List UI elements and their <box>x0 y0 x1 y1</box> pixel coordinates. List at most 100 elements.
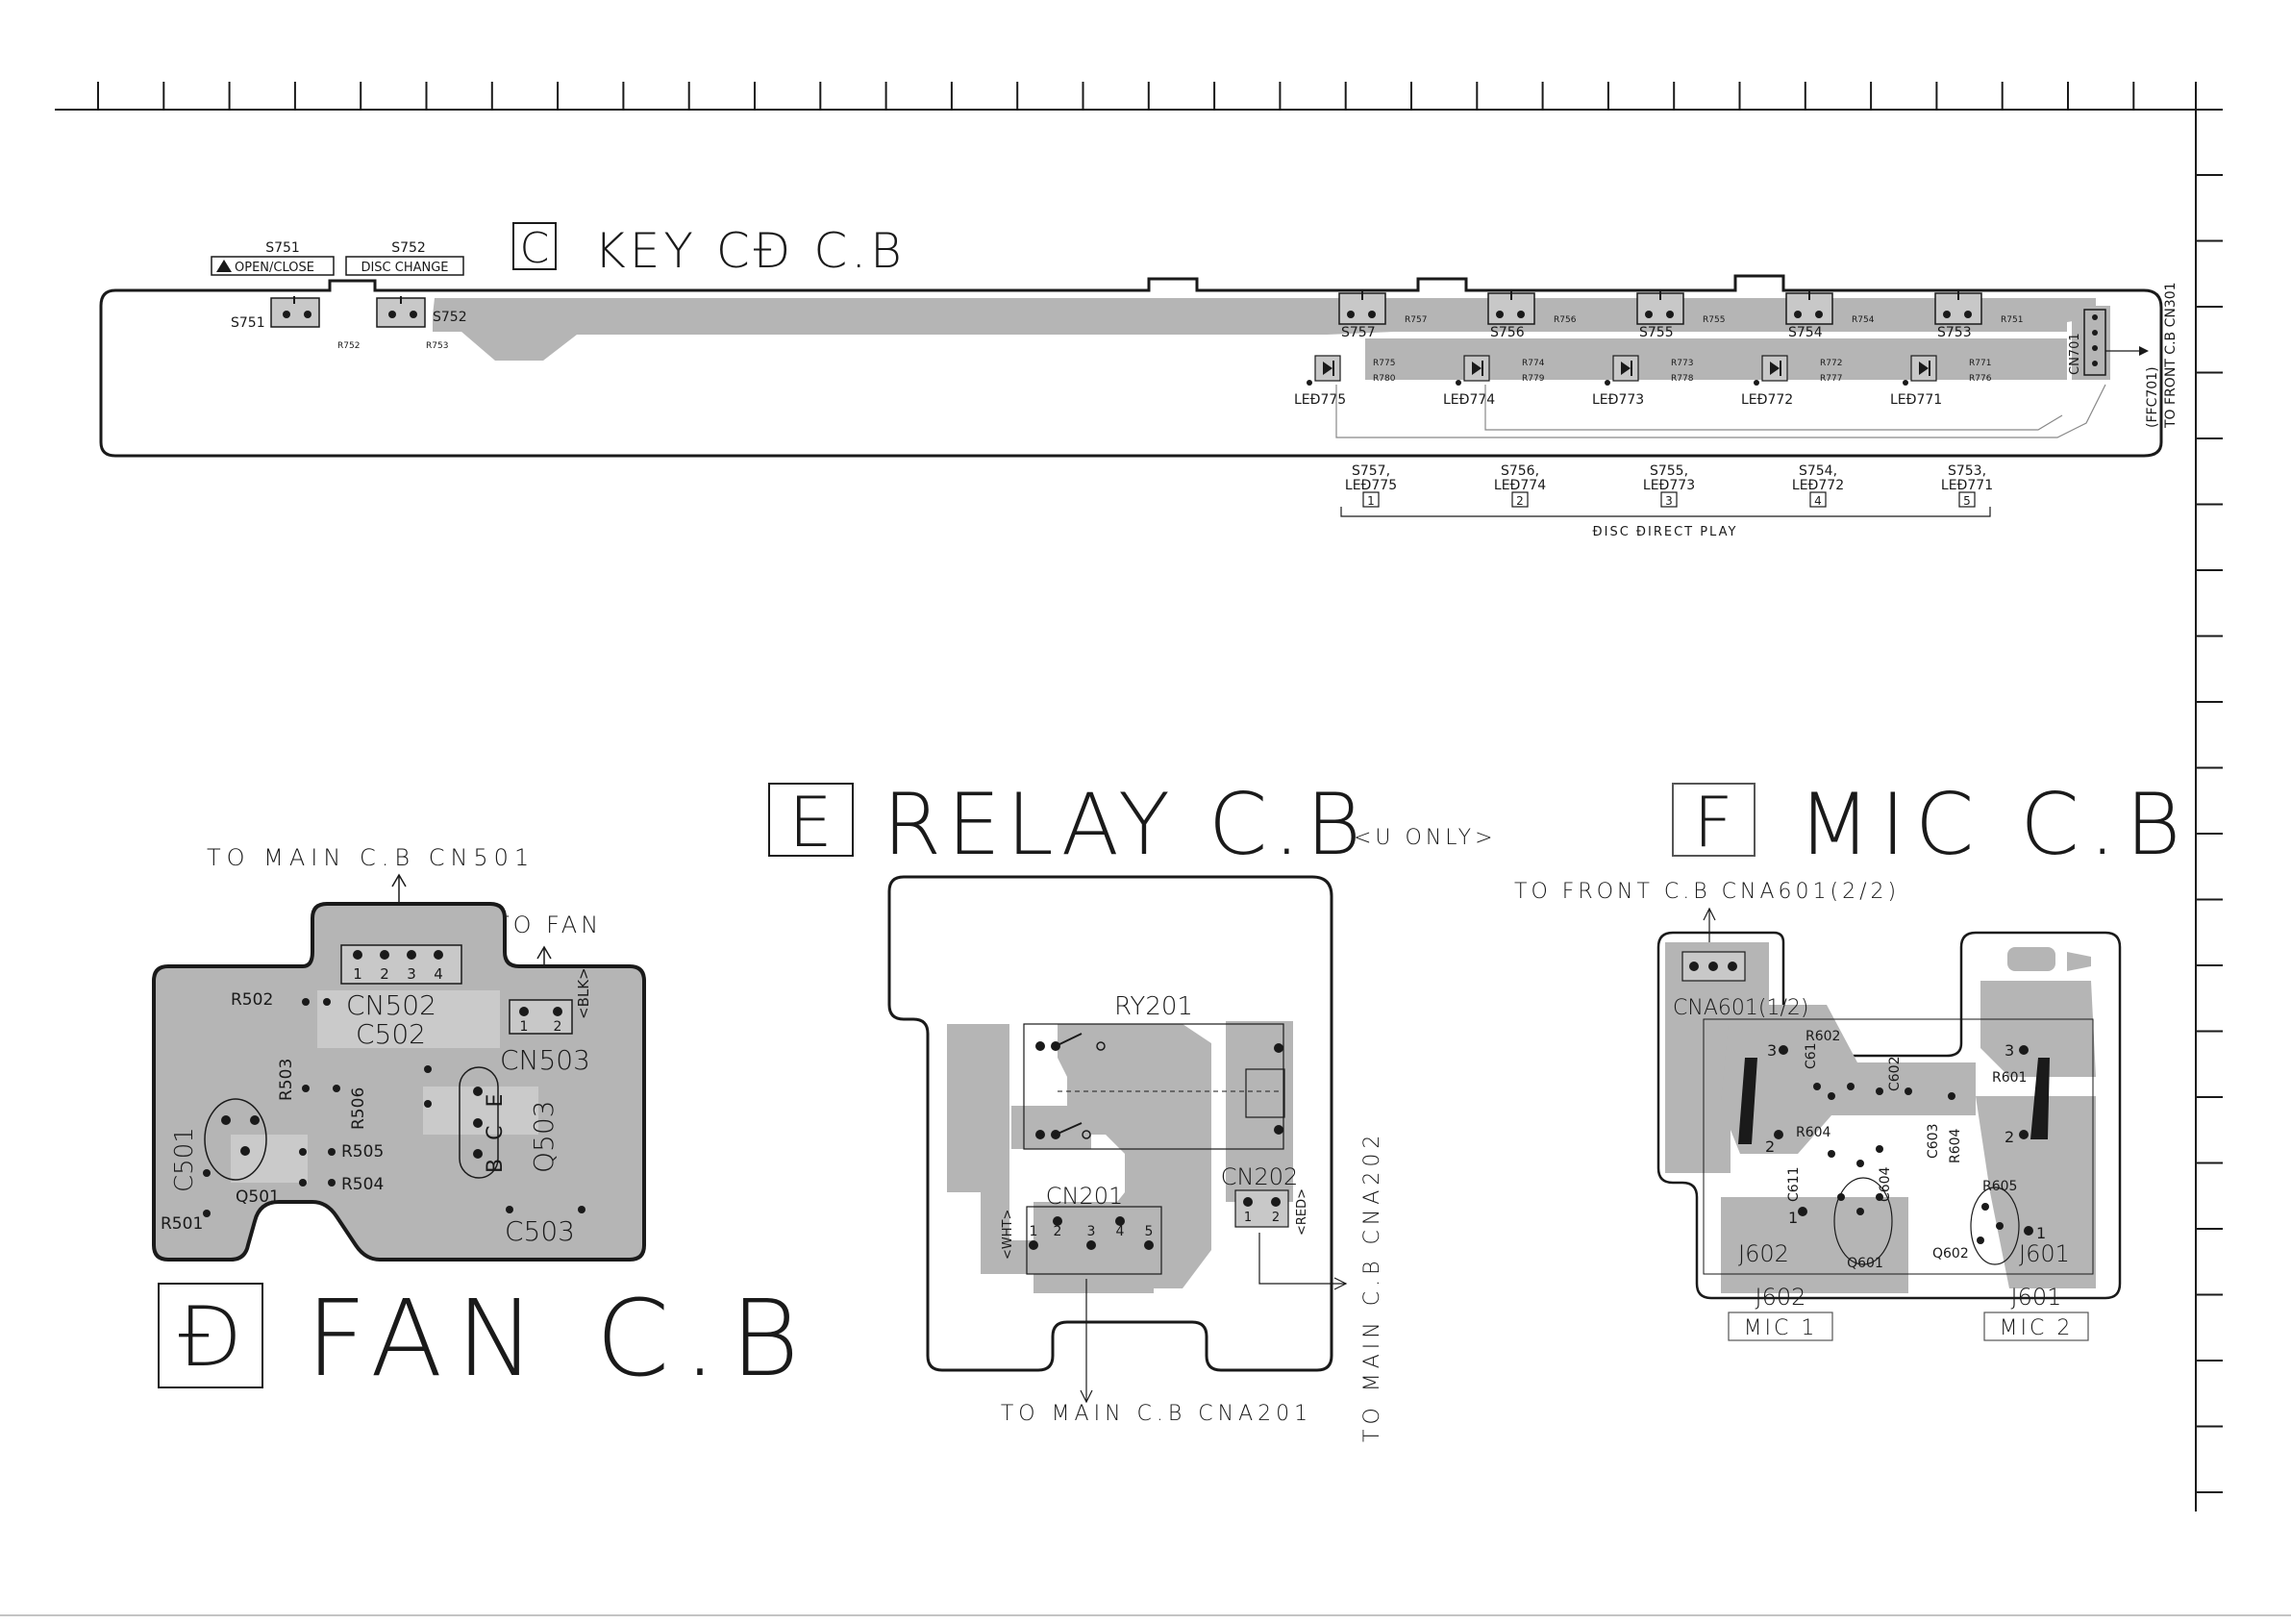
r601-label: R601 <box>1992 1070 2027 1086</box>
disc-direct-play-legend: S757,LEĐ7751S756,LEĐ7742S755,LEĐ7733S754… <box>1345 463 1993 508</box>
cn701-label: CN701 <box>2068 333 2082 375</box>
cn502-pin-1: 1 <box>353 965 362 983</box>
direct-play-led: LEĐ774 <box>1494 478 1546 493</box>
direct-play-led: LEĐ775 <box>1345 478 1397 493</box>
cn503-label: CN503 <box>500 1044 590 1076</box>
blk-label: <BLK> <box>575 967 592 1019</box>
fan-board-title: FAN C.B <box>306 1277 812 1400</box>
cna601-label: CNA601(1/2) <box>1673 996 1808 1020</box>
switch-label: S753 <box>1937 325 1972 340</box>
direct-play-number: 4 <box>1814 494 1822 508</box>
direct-play-switch: S755, <box>1650 463 1688 479</box>
resistor-label: R777 <box>1820 374 1842 384</box>
led-label: LEĐ775 <box>1294 392 1346 408</box>
r506-label: R506 <box>349 1087 368 1130</box>
cn502-connector: 1 2 3 4 <box>340 944 462 985</box>
resistor-label: R755 <box>1703 315 1725 325</box>
q503-bce-label: B C E <box>484 1088 508 1173</box>
q503-label: Q503 <box>528 1101 560 1173</box>
resistor-label: R775 <box>1373 359 1395 368</box>
c602-label: C602 <box>1887 1057 1903 1092</box>
cn502-pin-2: 2 <box>380 965 389 983</box>
direct-play-switch: S756, <box>1501 463 1539 479</box>
r604b-label: R604 <box>1948 1128 1963 1163</box>
s751-label: S751 <box>231 315 265 331</box>
key-board-letter: C <box>520 224 550 273</box>
led-label: LEĐ772 <box>1741 392 1793 408</box>
resistor-label: R771 <box>1969 359 1991 368</box>
mic-board: F MIC C.B TO FRONT C.B CNA601(2/2) CNA60… <box>1514 775 2180 1341</box>
s752-switch <box>376 296 426 328</box>
j601-pin-2: 2 <box>2005 1128 2014 1146</box>
j602-label: J602 <box>1756 1284 1806 1311</box>
c61-label: C61 <box>1804 1042 1819 1069</box>
cn201-pin-1: 1 <box>1030 1224 1038 1239</box>
disc-change-box <box>345 256 464 276</box>
relay-board-note: <U ONLY> <box>1354 826 1497 850</box>
sheet-frame <box>0 82 2291 1616</box>
ffc701-label: (FFC701) <box>2145 366 2160 428</box>
j602-contact-icon <box>1738 1058 1757 1144</box>
disc-switch-row: S757R757LEĐ775R775R780S756R756LEĐ774R774… <box>1294 291 2023 408</box>
led-label: LEĐ773 <box>1592 392 1644 408</box>
r503-label: R503 <box>277 1059 296 1101</box>
cn202-connector <box>1234 1189 1289 1228</box>
mic1-box <box>1728 1312 1833 1341</box>
cn502-pin-4: 4 <box>434 965 443 983</box>
c503-label: C503 <box>505 1215 575 1247</box>
open-close-label: OPEN/CLOSE <box>235 261 314 275</box>
switch-label: S754 <box>1788 325 1823 340</box>
cn201-outline <box>1026 1206 1162 1275</box>
switch-label: S757 <box>1341 325 1376 340</box>
j601-label: J601 <box>2011 1284 2062 1311</box>
fan-board-letter-box <box>158 1283 263 1388</box>
cn202-pin-2: 2 <box>1272 1211 1280 1225</box>
ry201-outline <box>1023 1023 1284 1150</box>
cn502-label: CN502 <box>346 989 436 1021</box>
q602-label: Q602 <box>1932 1246 1969 1262</box>
open-close-box <box>211 256 335 276</box>
cn701-connector <box>2083 309 2149 376</box>
r502-label: R502 <box>231 990 273 1010</box>
eject-icon <box>216 260 232 272</box>
s752-label: S752 <box>433 310 467 325</box>
cn503-pin-1: 1 <box>520 1019 529 1035</box>
ry201-label: RY201 <box>1114 992 1193 1021</box>
cn202-pin-1: 1 <box>1244 1211 1252 1225</box>
mic2-label: MIC 2 <box>2000 1316 2074 1340</box>
cn502-pin-3: 3 <box>407 965 416 983</box>
r501-label: R501 <box>161 1214 203 1234</box>
j601-board-label: J601 <box>2019 1240 2070 1267</box>
r604-label: R604 <box>1796 1125 1831 1140</box>
key-board-letter-box <box>512 222 557 270</box>
r753-label: R753 <box>426 341 448 351</box>
j602-pin-2: 2 <box>1765 1137 1775 1156</box>
switch-label: S755 <box>1639 325 1674 340</box>
resistor-label: R779 <box>1522 374 1545 384</box>
direct-play-led: LEĐ771 <box>1941 478 1993 493</box>
resistor-label: R772 <box>1820 359 1842 368</box>
c603-label: C603 <box>1926 1124 1941 1160</box>
direct-play-led: LEĐ772 <box>1792 478 1844 493</box>
to-main-cna202-label: TO MAIN C.B CNA202 <box>1360 1131 1384 1442</box>
s751-top-label: S751 <box>265 240 300 256</box>
direct-play-switch: S757, <box>1352 463 1390 479</box>
direct-play-number: 1 <box>1367 494 1375 508</box>
c501-label: C501 <box>170 1127 199 1192</box>
resistor-label: R773 <box>1671 359 1693 368</box>
cn201-pins <box>1029 1216 1154 1250</box>
j601-pin-3: 3 <box>2005 1041 2014 1060</box>
relay-board-title: RELAY C.B <box>883 775 1367 874</box>
resistor-label: R751 <box>2001 315 2023 325</box>
cn503-connector: 1 2 <box>509 999 573 1035</box>
j601-pin-1: 1 <box>2036 1224 2046 1242</box>
